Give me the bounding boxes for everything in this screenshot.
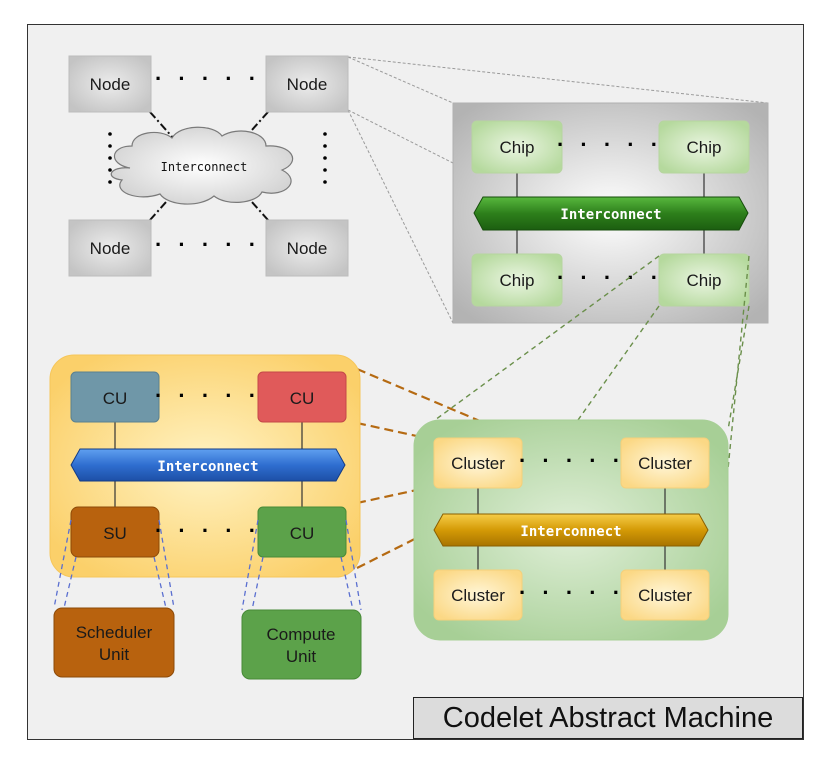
node-top-right: Node [265, 55, 349, 113]
node-top-left: Node [68, 55, 152, 113]
cu-top-right: CU [257, 371, 347, 423]
cu-label: CU [290, 524, 315, 543]
chip-top-left: Chip [471, 120, 563, 174]
compute-unit-label-line2: Unit [286, 647, 317, 666]
cluster-ellipsis: · · · · · [519, 580, 625, 605]
cluster-ellipsis: · · · · · [519, 448, 625, 473]
cluster-label: Cluster [638, 454, 692, 473]
legend-zoom-lines [53, 519, 362, 611]
chip-label: Chip [687, 271, 722, 290]
chip-label: Chip [500, 138, 535, 157]
cu-label: CU [290, 389, 315, 408]
cluster-bottom-left: Cluster [433, 569, 523, 621]
chip-interconnect-label: Interconnect [560, 207, 661, 223]
cluster-bottom-right: Cluster [620, 569, 710, 621]
node-bottom-left: Node [68, 219, 152, 277]
cluster-panel: Cluster Cluster Cluster Cluster · · · · … [413, 419, 729, 641]
cluster-interconnect-bus: Interconnect [433, 513, 709, 547]
scheduler-unit-label-line2: Unit [99, 645, 130, 664]
cu-interconnect-label: Interconnect [157, 459, 258, 475]
cloud-interconnect-label: Interconnect [161, 160, 248, 174]
node-label: Node [90, 75, 131, 94]
scheduler-unit-box: Scheduler Unit [53, 607, 175, 678]
scheduler-unit-label-line1: Scheduler [76, 623, 153, 642]
cu-panel: CU CU SU CU · · · · · · · · · · Intercon… [49, 354, 361, 578]
interconnect-cloud: Interconnect [110, 126, 294, 205]
cu-label: CU [103, 389, 128, 408]
vertical-node-ellipsis [108, 132, 327, 184]
node-detail-panel: Chip Chip Chip Chip · · · · · · · · · · … [452, 102, 769, 324]
node-label: Node [287, 75, 328, 94]
compute-unit-box: Compute Unit [241, 609, 362, 680]
su-label: SU [103, 524, 127, 543]
cu-bottom-right: CU [257, 506, 347, 558]
chip-top-right: Chip [658, 120, 750, 174]
cu-ellipsis: · · · · · [155, 518, 261, 543]
compute-unit-label-line1: Compute [267, 625, 336, 644]
chip-bottom-right: Chip [658, 253, 750, 307]
node-bottom-right: Node [265, 219, 349, 277]
node-ellipsis: · · · · · [155, 66, 261, 91]
diagram-title: Codelet Abstract Machine [413, 697, 803, 739]
chip-interconnect-bus: Interconnect [473, 196, 749, 231]
chip-ellipsis: · · · · · [557, 265, 663, 290]
node-label: Node [287, 239, 328, 258]
chip-label: Chip [687, 138, 722, 157]
cluster-label: Cluster [451, 454, 505, 473]
su-bottom-left: SU [70, 506, 160, 558]
chip-bottom-left: Chip [471, 253, 563, 307]
node-label: Node [90, 239, 131, 258]
cluster-label: Cluster [451, 586, 505, 605]
cu-interconnect-bus: Interconnect [70, 448, 346, 482]
cu-top-left: CU [70, 371, 160, 423]
cu-ellipsis: · · · · · [155, 383, 261, 408]
chip-ellipsis: · · · · · [557, 132, 663, 157]
zoom-lines-node [347, 56, 769, 324]
cluster-top-right: Cluster [620, 437, 710, 489]
node-network-links [149, 111, 269, 221]
chip-label: Chip [500, 271, 535, 290]
node-ellipsis: · · · · · [155, 232, 261, 257]
cluster-interconnect-label: Interconnect [520, 524, 621, 540]
cluster-top-left: Cluster [433, 437, 523, 489]
cluster-label: Cluster [638, 586, 692, 605]
